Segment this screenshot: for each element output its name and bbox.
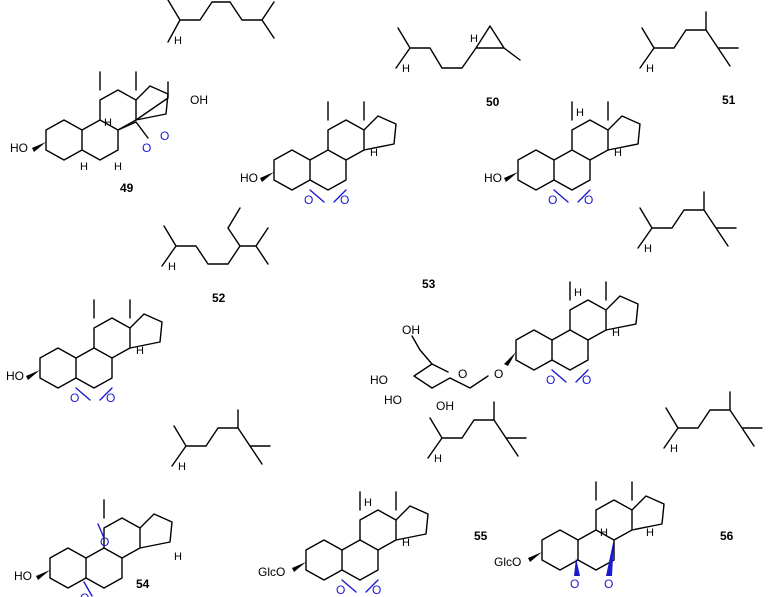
peroxide-oxygen-label: O — [70, 391, 79, 405]
compound-number: 49 — [120, 181, 134, 195]
peroxide-oxygen-label: O — [584, 193, 593, 207]
compound-54: HO OH O O H H 54 — [14, 409, 271, 597]
peroxide-oxygen-label: O — [372, 583, 381, 597]
hydrogen-label: H — [114, 161, 122, 173]
hydroxyl-label: HO — [370, 373, 388, 387]
glucosyloxy-label: GlcO — [494, 555, 521, 569]
hydrogen-label: H — [80, 161, 88, 173]
hydroxyl-label: HO — [240, 171, 258, 185]
hydroxyl-label: HO — [484, 171, 502, 185]
hydrogen-label: H — [174, 35, 182, 47]
hydrogen-label: H — [370, 147, 378, 159]
hydrogen-label: H — [434, 453, 442, 465]
hydrogen-label: H — [178, 461, 186, 473]
hydroxyl-label: OH — [190, 93, 208, 107]
peroxide-oxygen-label: O — [142, 141, 151, 155]
compound-number: 50 — [486, 95, 500, 109]
peroxide-oxygen-label: O — [340, 193, 349, 207]
compound-56: GlcO O O H H H 56 — [494, 391, 763, 591]
hydrogen-label: H — [646, 527, 654, 539]
hydroxyl-label: OH — [402, 323, 420, 337]
hydrogen-label: H — [576, 107, 584, 119]
hydrogen-label: H — [574, 287, 582, 299]
hydroxyl-label: OH — [436, 399, 454, 413]
hydroxyl-label: HO — [6, 369, 24, 383]
peroxide-oxygen-label: O — [570, 577, 579, 591]
hydroxyl-label: HO — [384, 393, 402, 407]
hydrogen-label: H — [644, 243, 652, 255]
hydrogen-label: H — [470, 33, 478, 45]
compound-50: HO O O H H H 50 — [240, 25, 521, 207]
compound-53: O O OH HO HO OH O O H H H 53 — [370, 191, 737, 413]
peroxide-oxygen-label: O — [160, 129, 169, 143]
peroxide-oxygen-label: O — [548, 193, 557, 207]
hydrogen-label: H — [614, 147, 622, 159]
hydrogen-label: H — [136, 345, 144, 357]
peroxide-oxygen-label: O — [546, 373, 555, 387]
hydrogen-label: H — [174, 551, 182, 563]
hydroxyl-label: HO — [10, 141, 28, 155]
compound-number: 52 — [212, 291, 226, 305]
peroxide-oxygen-label: O — [106, 391, 115, 405]
compound-number: 56 — [720, 529, 734, 543]
compound-55: GlcO O O H H H 55 — [258, 401, 527, 597]
hydrogen-label: H — [168, 261, 176, 273]
compound-number: 54 — [136, 577, 150, 591]
peroxide-oxygen-label: O — [100, 535, 109, 549]
compound-number: 53 — [422, 277, 436, 291]
hydrogen-label: H — [402, 63, 410, 75]
peroxide-oxygen-label: O — [80, 591, 89, 597]
compound-51: HO O O H H H 51 — [484, 11, 739, 207]
hydrogen-label: H — [600, 527, 608, 539]
hydroxyl-label: HO — [14, 569, 32, 583]
glycosidic-oxygen-label: O — [494, 367, 503, 381]
compound-52: HO O O H H 52 — [6, 207, 269, 405]
compound-number: 51 — [722, 93, 736, 107]
hydrogen-label: H — [104, 117, 112, 129]
compound-number: 55 — [474, 529, 488, 543]
peroxide-oxygen-label: O — [582, 373, 591, 387]
hydrogen-label: H — [612, 327, 620, 339]
hydrogen-label: H — [670, 443, 678, 455]
glucosyloxy-label: GlcO — [258, 565, 285, 579]
hydrogen-label: H — [364, 497, 372, 509]
hydrogen-label: H — [646, 63, 654, 75]
compound-49: HO OH O O H H H H 49 — [10, 0, 275, 195]
peroxide-oxygen-label: O — [604, 577, 613, 591]
peroxide-oxygen-label: O — [304, 193, 313, 207]
peroxide-oxygen-label: O — [336, 583, 345, 597]
ring-oxygen-label: O — [458, 367, 467, 381]
hydrogen-label: H — [402, 537, 410, 549]
